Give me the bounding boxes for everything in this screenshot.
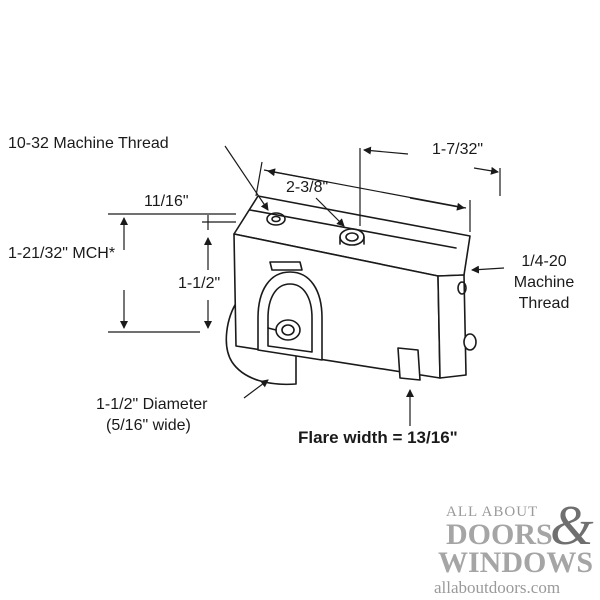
label-side-thread-thread: Thread — [518, 295, 570, 312]
leader-10-32 — [224, 145, 269, 211]
label-dim-1-7-32: 1-7/32" — [432, 141, 484, 158]
all-about-doors-windows-logo: ALL ABOUT DOORS & WINDOWS allaboutdoors.… — [416, 495, 600, 600]
housing-side-face — [437, 274, 467, 379]
logo-windows: WINDOWS — [438, 546, 594, 579]
label-dim-11-16: 11/16" — [144, 193, 189, 210]
label-side-thread-size: 1/4-20 — [521, 253, 567, 270]
leader-1-4-20 — [471, 265, 505, 274]
label-side-thread-machine: Machine — [513, 274, 575, 291]
label-dim-1-1-2: 1-1/2" — [178, 275, 221, 292]
label-wheel-width: (5/16" wide) — [106, 417, 191, 434]
logo-ampersand: & — [550, 495, 594, 557]
logo-url: allaboutdoors.com — [434, 578, 561, 597]
leader-2-3-8 — [315, 197, 345, 227]
logo-doors: DOORS — [446, 518, 553, 551]
label-dim-2-3-8: 2-3/8" — [286, 179, 329, 196]
logo-all-about: ALL ABOUT — [446, 504, 539, 520]
axle — [275, 319, 301, 341]
label-wheel-diameter: 1-1/2" Diameter — [96, 396, 208, 413]
label-dim-mch: 1-21/32" MCH* — [8, 245, 116, 262]
flare-tab — [397, 347, 421, 381]
slot-clip — [269, 261, 303, 271]
leader-wheel — [243, 379, 269, 399]
top-hole-small — [266, 212, 286, 226]
label-10-32-machine-thread: 10-32 Machine Thread — [8, 135, 169, 152]
side-screw — [463, 333, 477, 351]
label-flare-width: Flare width = 13/16" — [298, 428, 458, 447]
